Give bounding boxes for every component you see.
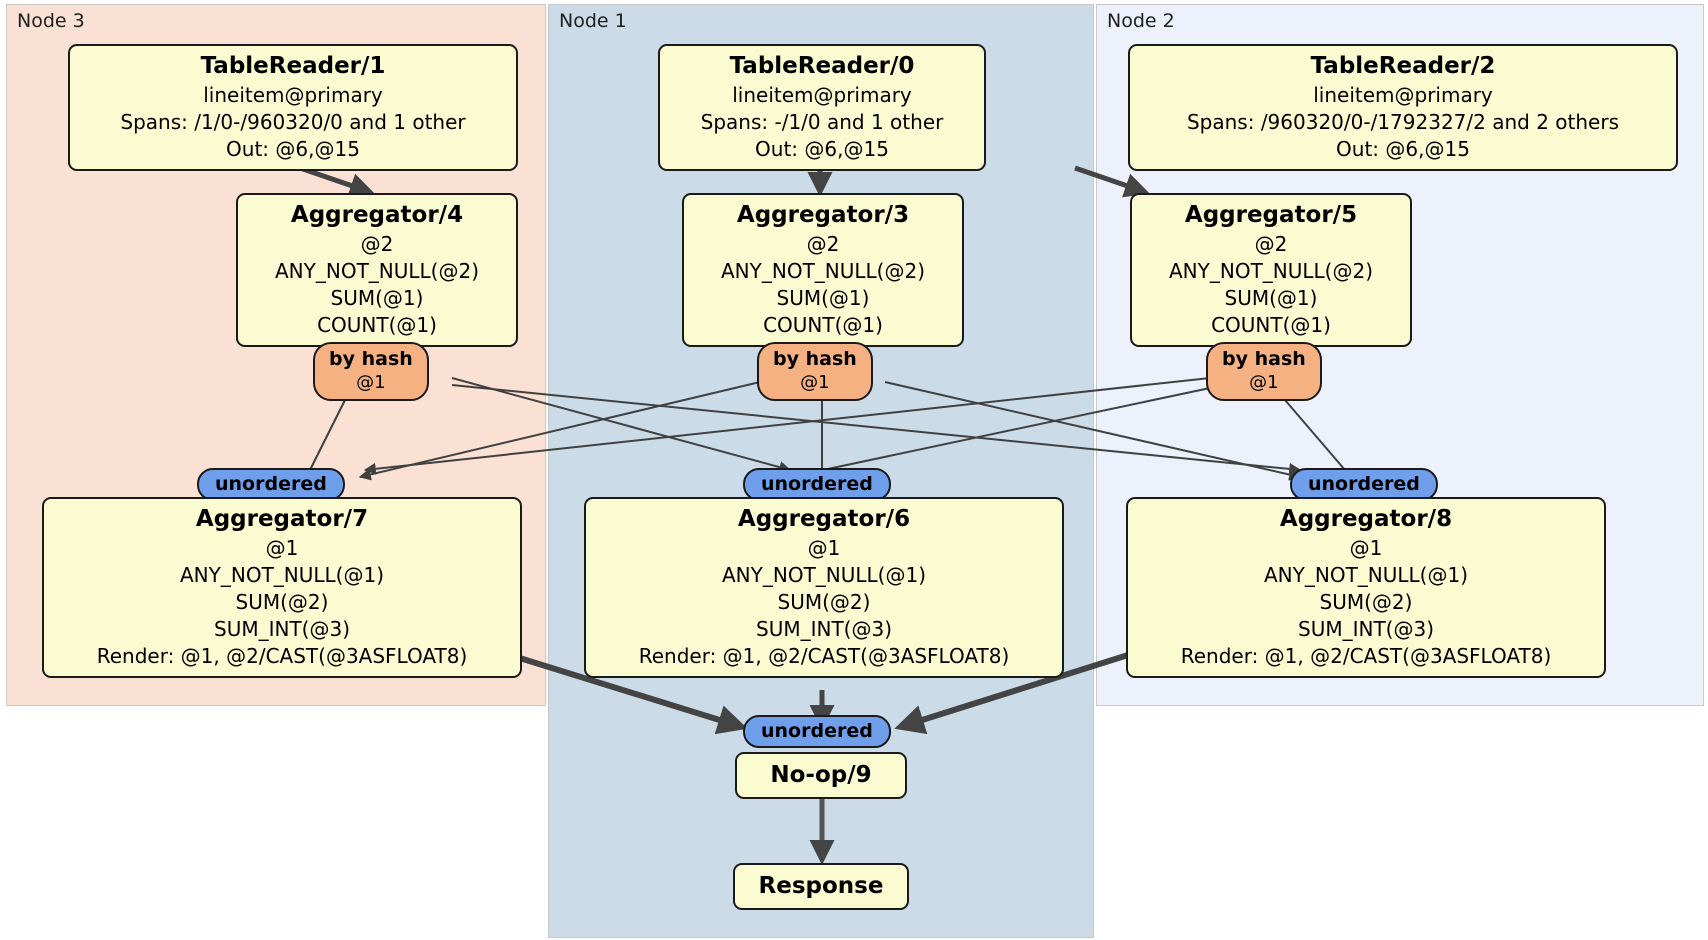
processor-line: Render: @1, @2/CAST(@3ASFLOAT8) xyxy=(1180,644,1552,668)
processor-line: COUNT(@1) xyxy=(1211,313,1331,337)
processor-line: SUM_INT(@3) xyxy=(756,617,892,641)
processor-aggregator3[interactable]: Aggregator/3 @2 ANY_NOT_NULL(@2) SUM(@1)… xyxy=(682,193,964,347)
processor-line: ANY_NOT_NULL(@2) xyxy=(275,259,479,283)
processor-title: Aggregator/6 xyxy=(737,506,911,532)
processor-line: @1 xyxy=(265,536,299,560)
processor-aggregator8[interactable]: Aggregator/8 @1 ANY_NOT_NULL(@1) SUM(@2)… xyxy=(1126,497,1606,678)
processor-line: SUM(@1) xyxy=(776,286,870,310)
processor-line: lineitem@primary xyxy=(1313,83,1493,107)
processor-response[interactable]: Response xyxy=(733,863,909,910)
processor-title: Aggregator/5 xyxy=(1184,202,1358,228)
processor-line: Spans: /1/0-/960320/0 and 1 other xyxy=(120,110,466,134)
processor-line: ANY_NOT_NULL(@2) xyxy=(721,259,925,283)
processor-line: lineitem@primary xyxy=(203,83,383,107)
processor-tablereader2[interactable]: TableReader/2 lineitem@primary Spans: /9… xyxy=(1128,44,1678,171)
badge-title: by hash xyxy=(773,348,857,370)
processor-aggregator5[interactable]: Aggregator/5 @2 ANY_NOT_NULL(@2) SUM(@1)… xyxy=(1130,193,1412,347)
processor-title: TableReader/1 xyxy=(200,53,386,79)
processor-line: @2 xyxy=(1254,232,1288,256)
badge-by-hash-left[interactable]: by hash @1 xyxy=(313,342,429,401)
processor-line: SUM(@2) xyxy=(777,590,871,614)
node-label-node1: Node 1 xyxy=(559,10,627,32)
processor-line: COUNT(@1) xyxy=(763,313,883,337)
processor-line: SUM(@2) xyxy=(1319,590,1413,614)
processor-line: ANY_NOT_NULL(@1) xyxy=(722,563,926,587)
processor-tablereader0[interactable]: TableReader/0 lineitem@primary Spans: -/… xyxy=(658,44,986,171)
processor-title: TableReader/0 xyxy=(729,53,915,79)
processor-line: Out: @6,@15 xyxy=(226,137,360,161)
badge-subtitle: @1 xyxy=(800,372,830,393)
processor-line: @1 xyxy=(1349,536,1383,560)
processor-title: TableReader/2 xyxy=(1310,53,1496,79)
processor-line: SUM_INT(@3) xyxy=(1298,617,1434,641)
processor-noop9[interactable]: No-op/9 xyxy=(735,752,907,799)
processor-line: ANY_NOT_NULL(@1) xyxy=(1264,563,1468,587)
node-label-node2: Node 2 xyxy=(1107,10,1175,32)
processor-title: Aggregator/3 xyxy=(736,202,910,228)
processor-title: No-op/9 xyxy=(770,762,872,788)
badge-by-hash-center[interactable]: by hash @1 xyxy=(757,342,873,401)
processor-line: Render: @1, @2/CAST(@3ASFLOAT8) xyxy=(638,644,1010,668)
processor-line: Spans: -/1/0 and 1 other xyxy=(700,110,944,134)
processor-line: SUM(@2) xyxy=(235,590,329,614)
processor-aggregator6[interactable]: Aggregator/6 @1 ANY_NOT_NULL(@1) SUM(@2)… xyxy=(584,497,1064,678)
badge-title: unordered xyxy=(761,720,873,742)
processor-aggregator4[interactable]: Aggregator/4 @2 ANY_NOT_NULL(@2) SUM(@1)… xyxy=(236,193,518,347)
badge-by-hash-right[interactable]: by hash @1 xyxy=(1206,342,1322,401)
node-label-node3: Node 3 xyxy=(17,10,85,32)
processor-line: SUM(@1) xyxy=(1224,286,1318,310)
processor-line: SUM(@1) xyxy=(330,286,424,310)
processor-title: Aggregator/7 xyxy=(195,506,369,532)
badge-unordered-final[interactable]: unordered xyxy=(743,715,891,748)
processor-title: Response xyxy=(758,873,884,899)
processor-line: Render: @1, @2/CAST(@3ASFLOAT8) xyxy=(96,644,468,668)
processor-line: COUNT(@1) xyxy=(317,313,437,337)
badge-unordered-right[interactable]: unordered xyxy=(1290,468,1438,501)
processor-line: Out: @6,@15 xyxy=(755,137,889,161)
badge-unordered-center[interactable]: unordered xyxy=(743,468,891,501)
badge-title: by hash xyxy=(1222,348,1306,370)
badge-subtitle: @1 xyxy=(356,372,386,393)
badge-title: unordered xyxy=(1308,473,1420,495)
processor-line: SUM_INT(@3) xyxy=(214,617,350,641)
processor-line: ANY_NOT_NULL(@2) xyxy=(1169,259,1373,283)
processor-title: Aggregator/4 xyxy=(290,202,464,228)
badge-title: by hash xyxy=(329,348,413,370)
processor-line: Out: @6,@15 xyxy=(1336,137,1470,161)
processor-title: Aggregator/8 xyxy=(1279,506,1453,532)
badge-title: unordered xyxy=(215,473,327,495)
processor-line: lineitem@primary xyxy=(732,83,912,107)
processor-line: Spans: /960320/0-/1792327/2 and 2 others xyxy=(1186,110,1619,134)
processor-tablereader1[interactable]: TableReader/1 lineitem@primary Spans: /1… xyxy=(68,44,518,171)
badge-title: unordered xyxy=(761,473,873,495)
processor-line: ANY_NOT_NULL(@1) xyxy=(180,563,384,587)
processor-line: @1 xyxy=(807,536,841,560)
processor-aggregator7[interactable]: Aggregator/7 @1 ANY_NOT_NULL(@1) SUM(@2)… xyxy=(42,497,522,678)
processor-line: @2 xyxy=(806,232,840,256)
processor-line: @2 xyxy=(360,232,394,256)
badge-subtitle: @1 xyxy=(1249,372,1279,393)
